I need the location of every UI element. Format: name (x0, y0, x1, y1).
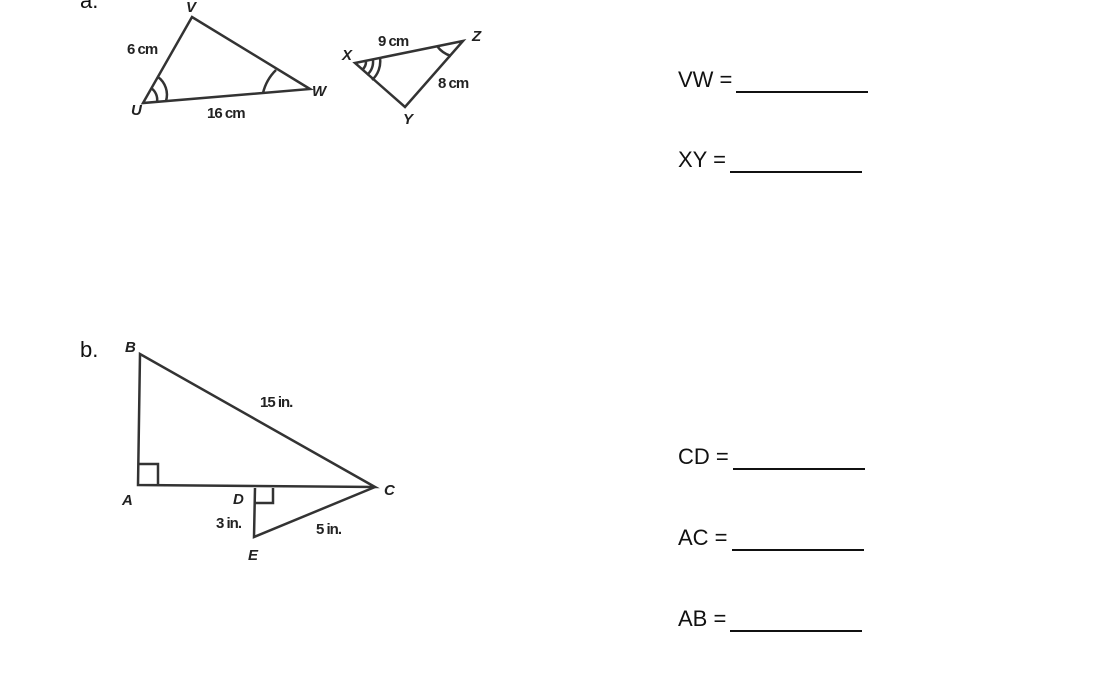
answer-vw[interactable]: VW = (678, 67, 869, 93)
side-de-label: 3 in. (216, 515, 242, 532)
side-uv-label: 6 cm (127, 41, 158, 58)
answer-ac-label: AC = (678, 525, 728, 550)
vertex-z: Z (471, 28, 482, 45)
triangle-xyz (352, 39, 467, 109)
part-b-label: b. (80, 337, 99, 362)
vertex-u: U (131, 102, 143, 119)
side-uw-label: 16 cm (207, 105, 245, 122)
answer-ab[interactable]: AB = (678, 606, 863, 632)
vertex-d: D (233, 491, 244, 508)
vertex-e: E (248, 547, 259, 564)
answer-blank[interactable] (731, 529, 864, 551)
answer-ac[interactable]: AC = (678, 525, 864, 551)
answer-blank[interactable] (736, 71, 869, 93)
answer-vw-label: VW = (678, 67, 733, 92)
vertex-x: X (341, 47, 353, 64)
side-bc-label: 15 in. (260, 394, 293, 411)
answer-cd-label: CD = (678, 444, 729, 469)
answer-blank[interactable] (730, 610, 863, 632)
answer-ab-label: AB = (678, 606, 727, 631)
answer-cd[interactable]: CD = (678, 444, 865, 470)
vertex-a: A (121, 492, 132, 509)
answer-xy[interactable]: XY = (678, 147, 862, 173)
part-a-label: a. (80, 0, 99, 13)
side-zy-label: 8 cm (438, 75, 469, 92)
side-xz-label: 9 cm (378, 33, 409, 50)
vertex-w: W (312, 83, 328, 100)
vertex-v: V (186, 0, 198, 16)
vertex-b: B (125, 339, 136, 356)
vertex-c: C (384, 482, 396, 499)
triangle-uvw (140, 15, 314, 105)
answer-xy-label: XY = (678, 147, 726, 172)
answer-blank[interactable] (732, 448, 865, 470)
answer-blank[interactable] (729, 151, 862, 173)
vertex-y: Y (403, 111, 415, 128)
triangle-abc-dec (136, 351, 380, 539)
side-ec-label: 5 in. (316, 521, 342, 538)
